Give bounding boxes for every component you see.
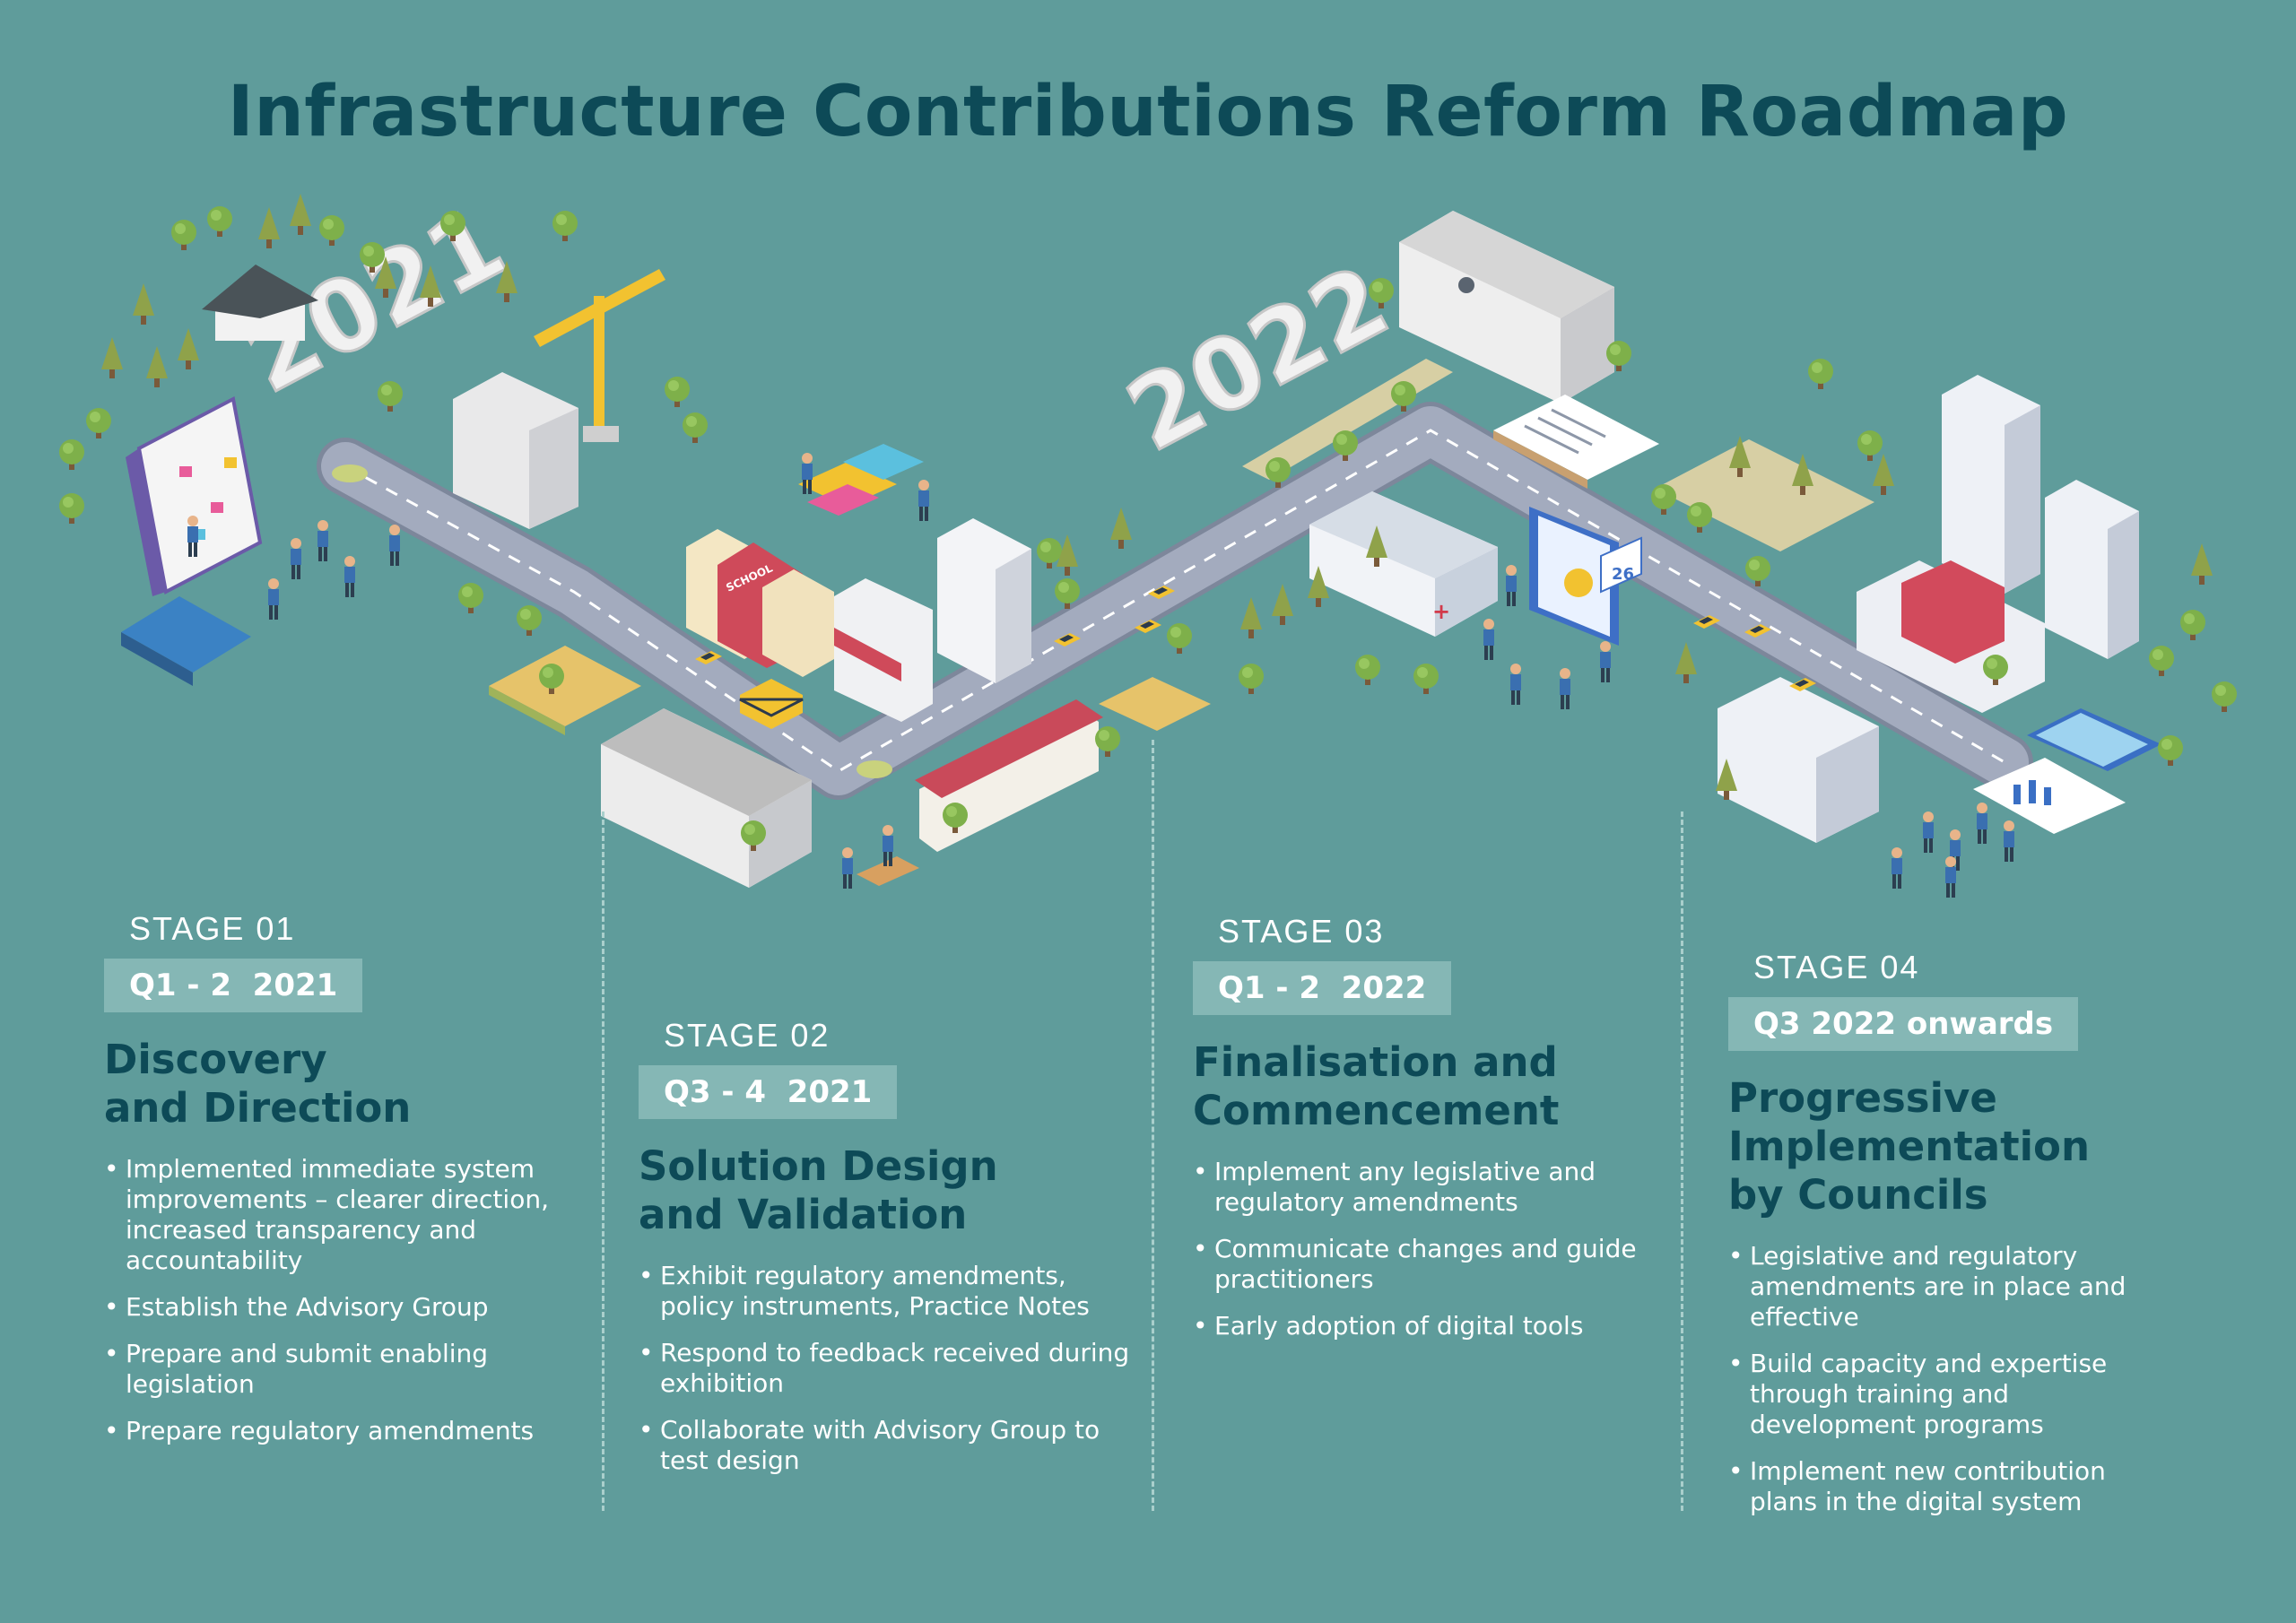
stage-02: STAGE 02 Q3 - 4 2021 Solution Design and… (639, 1017, 1141, 1492)
stage-label: STAGE 02 (664, 1017, 831, 1054)
svg-text:26: 26 (1612, 565, 1634, 584)
bullet-item: Early adoption of digital tools (1193, 1311, 1668, 1341)
stage-divider-2 (1152, 740, 1154, 1511)
stage-divider-3 (1681, 812, 1683, 1511)
stage-divider-1 (602, 812, 604, 1511)
stage-bullet-list: Legislative and regulatory amendments ar… (1728, 1241, 2177, 1517)
stage-period-badge: Q3 - 4 2021 (639, 1065, 898, 1119)
stage-label: STAGE 03 (1218, 913, 1385, 950)
audience-people-icon (1892, 803, 2014, 898)
stage-label: STAGE 01 (129, 910, 296, 947)
page-title: Infrastructure Contributions Reform Road… (227, 72, 2069, 152)
calendar-icon (126, 395, 263, 596)
stage-period-badge: Q1 - 2 2022 (1193, 961, 1452, 1015)
tablet-icon (2027, 708, 2161, 771)
stage-01: STAGE 01 Q1 - 2 2021 Discovery and Direc… (104, 910, 588, 1462)
workers-desk-icon (842, 825, 919, 889)
stage-period-badge: Q1 - 2 2021 (104, 959, 363, 1012)
house-icon (202, 265, 318, 341)
bullet-item: Prepare and submit enabling legislation (104, 1339, 588, 1400)
road (317, 402, 2033, 800)
bullet-item: Establish the Advisory Group (104, 1292, 588, 1323)
bullet-item: Communicate changes and guide practition… (1193, 1234, 1668, 1295)
stage-03: STAGE 03 Q1 - 2 2022 Finalisation and Co… (1193, 913, 1668, 1358)
school-building-icon: SCHOOL (686, 529, 834, 677)
government-building-icon (1399, 211, 1614, 404)
svg-text:+: + (1432, 599, 1450, 624)
stage-label: STAGE 04 (1753, 949, 1920, 985)
book-icon (121, 596, 251, 686)
stage-heading: Finalisation and Commencement (1193, 1038, 1560, 1134)
skyscraper-icon (1942, 375, 2139, 659)
sandbox-icon (1099, 677, 1211, 731)
stage-heading: Progressive Implementation by Councils (1728, 1074, 2091, 1219)
hospital-building-icon: + (1309, 491, 1498, 637)
bus-icon (739, 679, 804, 729)
stage-period-badge: Q3 2022 onwards (1728, 997, 2079, 1051)
document-icon (1493, 395, 1659, 489)
puzzle-team-icon (798, 444, 929, 521)
stage-04: STAGE 04 Q3 2022 onwards Progressive Imp… (1728, 949, 2177, 1533)
crane-icon (534, 269, 665, 442)
bullet-item: Legislative and regulatory amendments ar… (1728, 1241, 2177, 1332)
stage-bullet-list: Exhibit regulatory amendments, policy in… (639, 1261, 1141, 1476)
offices-complex-icon (1718, 677, 1879, 843)
bullet-item: Implemented immediate system improvement… (104, 1154, 588, 1276)
bullet-item: Build capacity and expertise through tra… (1728, 1349, 2177, 1440)
digital-screen-icon: 26 (1529, 507, 1642, 646)
stage-bullet-list: Implement any legislative and regulatory… (1193, 1157, 1668, 1341)
bullet-item: Exhibit regulatory amendments, policy in… (639, 1261, 1141, 1322)
bullet-item: Implement new contribution plans in the … (1728, 1456, 2177, 1517)
bullet-item: Prepare regulatory amendments (104, 1416, 588, 1446)
bullet-item: Collaborate with Advisory Group to test … (639, 1415, 1141, 1476)
stage-heading: Discovery and Direction (104, 1036, 412, 1132)
stage-bullet-list: Implemented immediate system improvement… (104, 1154, 588, 1446)
isometric-city-illustration: 2021 2022 SCHO (59, 184, 2237, 898)
playground-icon (489, 646, 641, 735)
bullet-item: Respond to feedback received during exhi… (639, 1338, 1141, 1399)
blueprint-document-icon (1973, 758, 2126, 834)
apartment-under-construction-icon (453, 372, 578, 529)
stage-heading: Solution Design and Validation (639, 1142, 998, 1238)
bullet-item: Implement any legislative and regulatory… (1193, 1157, 1668, 1218)
tall-apartment-icon (834, 518, 1031, 722)
